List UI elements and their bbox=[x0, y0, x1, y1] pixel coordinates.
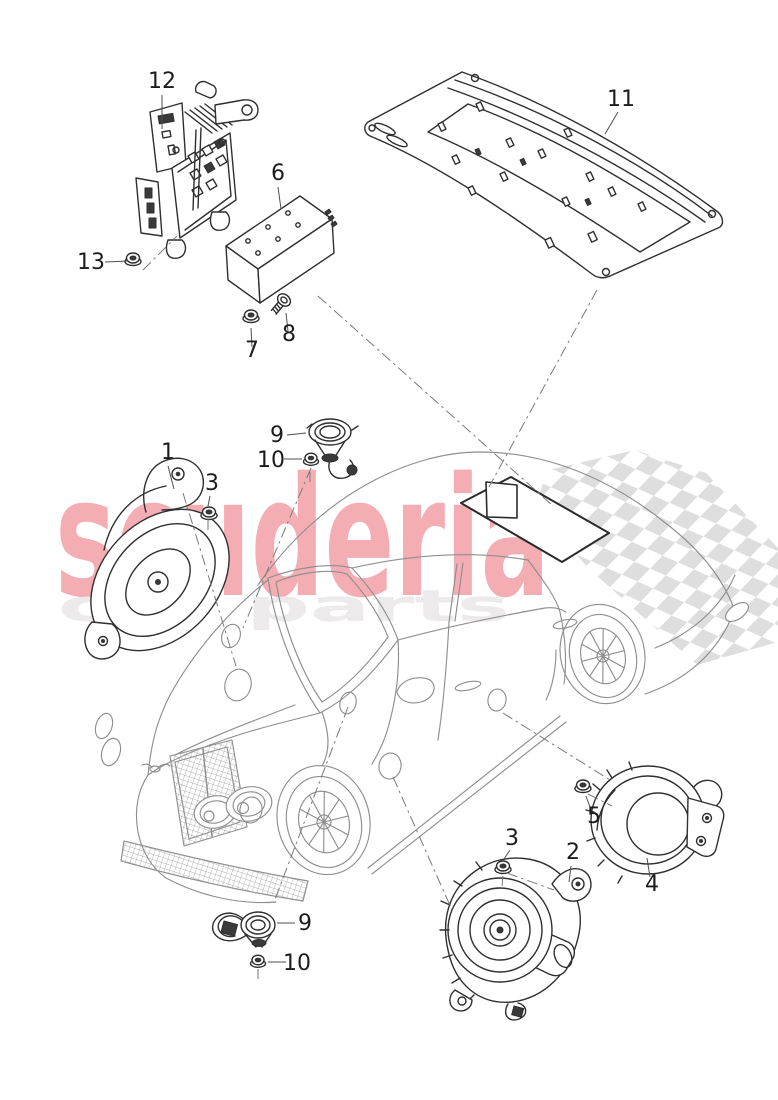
callout-9: 9 bbox=[270, 423, 284, 448]
part-5-nut bbox=[574, 779, 592, 794]
part-11-parcel-shelf bbox=[364, 71, 724, 279]
part-3-nut-upper bbox=[200, 506, 218, 521]
part-2-door-woofer bbox=[439, 857, 592, 1021]
locator-line-6 bbox=[502, 712, 611, 781]
callout-leader-5 bbox=[585, 795, 592, 811]
marker-front-fender bbox=[239, 796, 263, 824]
callout-3: 3 bbox=[505, 826, 519, 851]
marker-windshield-tweeter bbox=[221, 623, 241, 649]
front-wheel bbox=[276, 764, 371, 876]
callout-13: 13 bbox=[77, 250, 105, 275]
callout-leader-8 bbox=[285, 312, 289, 332]
part-13-nut bbox=[124, 252, 142, 267]
callout-leader-9 bbox=[286, 432, 307, 436]
rear-wheel bbox=[559, 603, 646, 705]
callout-7: 7 bbox=[245, 338, 259, 363]
locator-line-5 bbox=[392, 776, 453, 911]
locator-line-2 bbox=[182, 492, 237, 667]
locator-line-3 bbox=[242, 467, 312, 629]
callout-10: 10 bbox=[283, 951, 311, 976]
locator-line-13 bbox=[501, 875, 504, 887]
part-10-nut-upper bbox=[302, 452, 320, 466]
callout-leader-3 bbox=[503, 849, 511, 860]
callout-1: 1 bbox=[161, 440, 175, 465]
part-8-bolt bbox=[270, 293, 292, 315]
callout-leader-1 bbox=[167, 465, 175, 490]
callout-12: 12 bbox=[148, 69, 176, 94]
locator-line-0 bbox=[317, 295, 553, 506]
locator-line-9 bbox=[142, 235, 178, 271]
callout-leader-13 bbox=[104, 260, 129, 263]
part-10-nut-lower bbox=[249, 954, 267, 968]
locator-line-4 bbox=[273, 706, 349, 903]
callout-leader-7 bbox=[250, 327, 253, 348]
callout-9: 9 bbox=[298, 911, 312, 936]
callout-leader-3 bbox=[207, 495, 211, 507]
locator-line-layer bbox=[142, 235, 613, 979]
callout-3: 3 bbox=[205, 471, 219, 496]
part-6-amplifier bbox=[225, 195, 338, 304]
callout-5: 5 bbox=[587, 804, 601, 829]
part-4-rear-speaker bbox=[585, 761, 725, 884]
car-line-drawing bbox=[94, 451, 749, 904]
callout-2: 2 bbox=[566, 840, 580, 865]
parcel-shelf-location-highlight bbox=[460, 476, 610, 563]
marker-front-door bbox=[378, 752, 402, 780]
marker-dash-speaker bbox=[224, 668, 252, 702]
marker-rear-door bbox=[487, 688, 507, 712]
callout-10: 10 bbox=[257, 448, 285, 473]
locator-line-7 bbox=[587, 793, 613, 807]
locator-line-1 bbox=[488, 289, 598, 488]
callout-8: 8 bbox=[282, 322, 296, 347]
part-12-amplifier-bracket bbox=[135, 80, 259, 259]
callout-leader-6 bbox=[277, 186, 282, 210]
callout-leader-2 bbox=[568, 865, 572, 883]
part-3-nut-lower bbox=[494, 860, 512, 875]
locator-line-8 bbox=[506, 872, 555, 891]
part-9-tweeter-lower bbox=[211, 911, 276, 948]
checkered-flag-motif bbox=[535, 450, 778, 665]
callout-11: 11 bbox=[607, 87, 635, 112]
callout-leader-4 bbox=[646, 857, 651, 878]
callout-6: 6 bbox=[271, 161, 285, 186]
part-9-tweeter-upper bbox=[306, 418, 359, 479]
callout-leader-11 bbox=[604, 111, 619, 135]
part-1-front-speaker bbox=[84, 457, 230, 660]
callout-4: 4 bbox=[645, 872, 659, 897]
part-7-nut bbox=[242, 309, 260, 324]
